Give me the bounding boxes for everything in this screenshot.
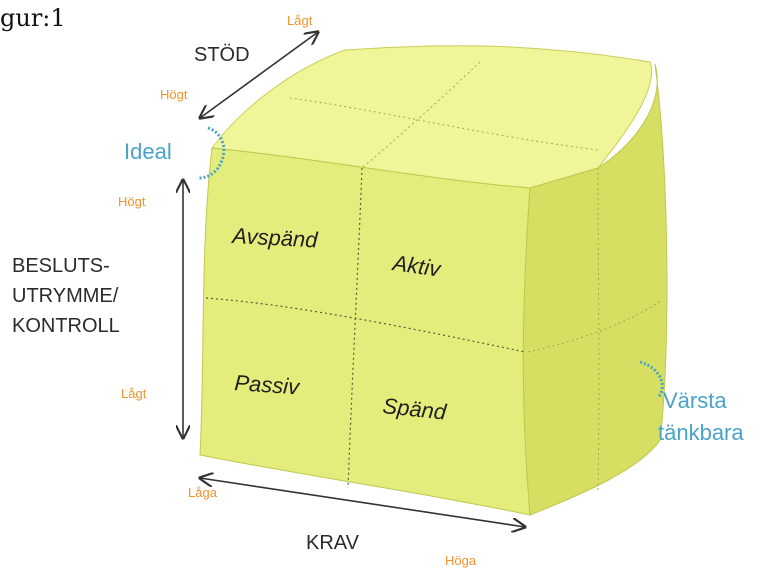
side-grid-1 — [527, 299, 663, 353]
figure-label: gur:1 — [0, 4, 66, 32]
worst-label-line-1: Värsta — [663, 388, 727, 413]
stod-axis-arrow — [200, 32, 318, 118]
krav-axis-arrow — [200, 478, 525, 527]
front-grid-vertical — [347, 167, 363, 489]
stod-axis-title: STÖD — [194, 44, 250, 66]
front-grid-horizontal — [205, 297, 526, 353]
beslut-title-line-1: BESLUTS- — [12, 255, 110, 277]
stod-low-label: Lågt — [287, 13, 313, 28]
ideal-corner-mark — [197, 126, 226, 180]
beslut-low-label: Lågt — [121, 386, 147, 401]
cube-front-face — [199, 147, 531, 516]
quadrant-bottom-left: Passiv — [234, 370, 302, 400]
beslut-high-label: Högt — [118, 194, 146, 209]
krav-high-label: Höga — [445, 553, 477, 568]
krav-axis-title: KRAV — [306, 532, 360, 554]
beslut-title-line-3: KONTROLL — [12, 315, 120, 337]
krav-low-label: Låga — [188, 485, 218, 500]
worst-corner-mark — [639, 360, 664, 399]
worst-label-line-2: tänkbara — [658, 420, 744, 445]
beslut-title-line-2: UTRYMME/ — [12, 285, 119, 307]
ideal-label: Ideal — [124, 139, 172, 164]
top-grid-1 — [289, 97, 599, 151]
stod-high-label: Högt — [160, 87, 188, 102]
quadrant-top-left: Avspänd — [230, 223, 319, 253]
